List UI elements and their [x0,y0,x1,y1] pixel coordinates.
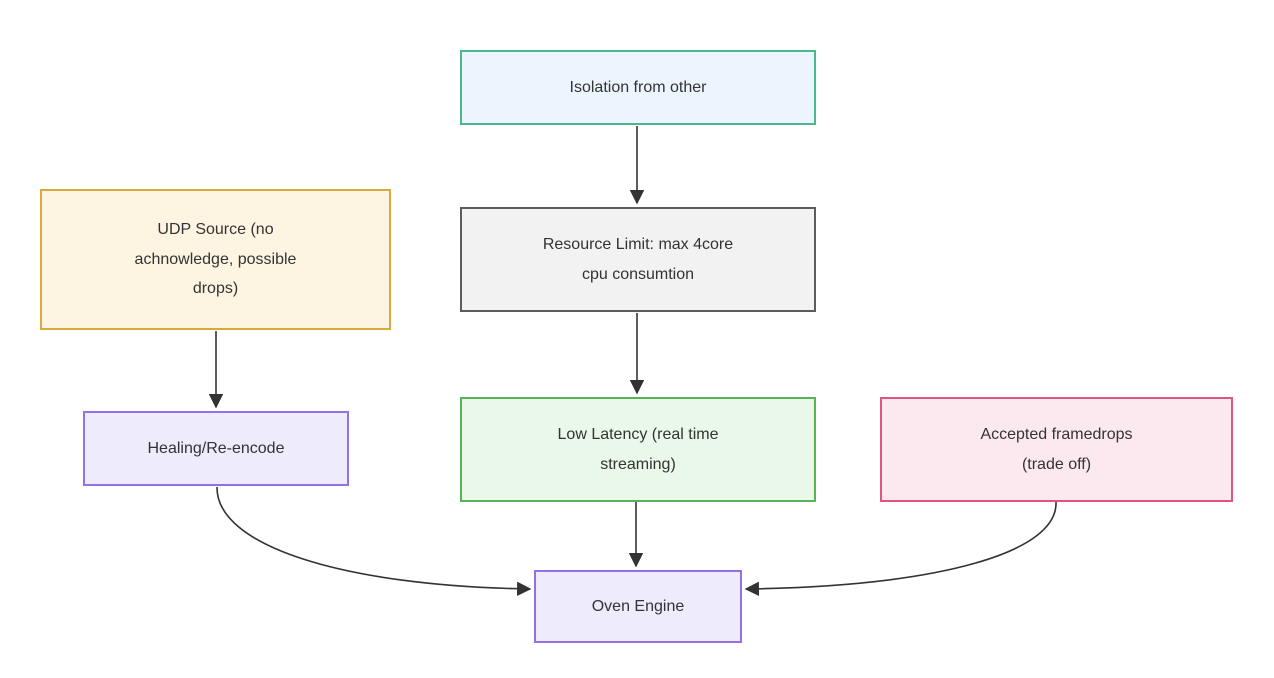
node-oven-engine: Oven Engine [534,570,742,643]
node-accepted-framedrops: Accepted framedrops (trade off) [880,397,1233,502]
edge-accepted-framedrops-to-oven-engine [744,501,1057,596]
node-isolation: Isolation from other [460,50,816,125]
node-resource-limit: Resource Limit: max 4core cpu consumtion [460,207,816,312]
node-accepted-framedrops-label: Accepted framedrops (trade off) [980,425,1133,473]
node-oven-engine-label: Oven Engine [591,597,685,615]
node-healing-re-encode: Healing/Re-encode [83,411,349,486]
node-udp-source-label: UDP Source (no achnowledge, possible dro… [134,221,297,298]
node-isolation-label: Isolation from other [569,78,707,96]
node-healing-re-encode-label: Healing/Re-encode [147,439,285,457]
edge-healing-to-oven-engine [216,486,532,596]
node-udp-source: UDP Source (no achnowledge, possible dro… [40,189,391,330]
node-low-latency: Low Latency (real time streaming) [460,397,816,502]
node-resource-limit-label: Resource Limit: max 4core cpu consumtion [542,235,734,283]
node-low-latency-label: Low Latency (real time streaming) [557,425,719,473]
